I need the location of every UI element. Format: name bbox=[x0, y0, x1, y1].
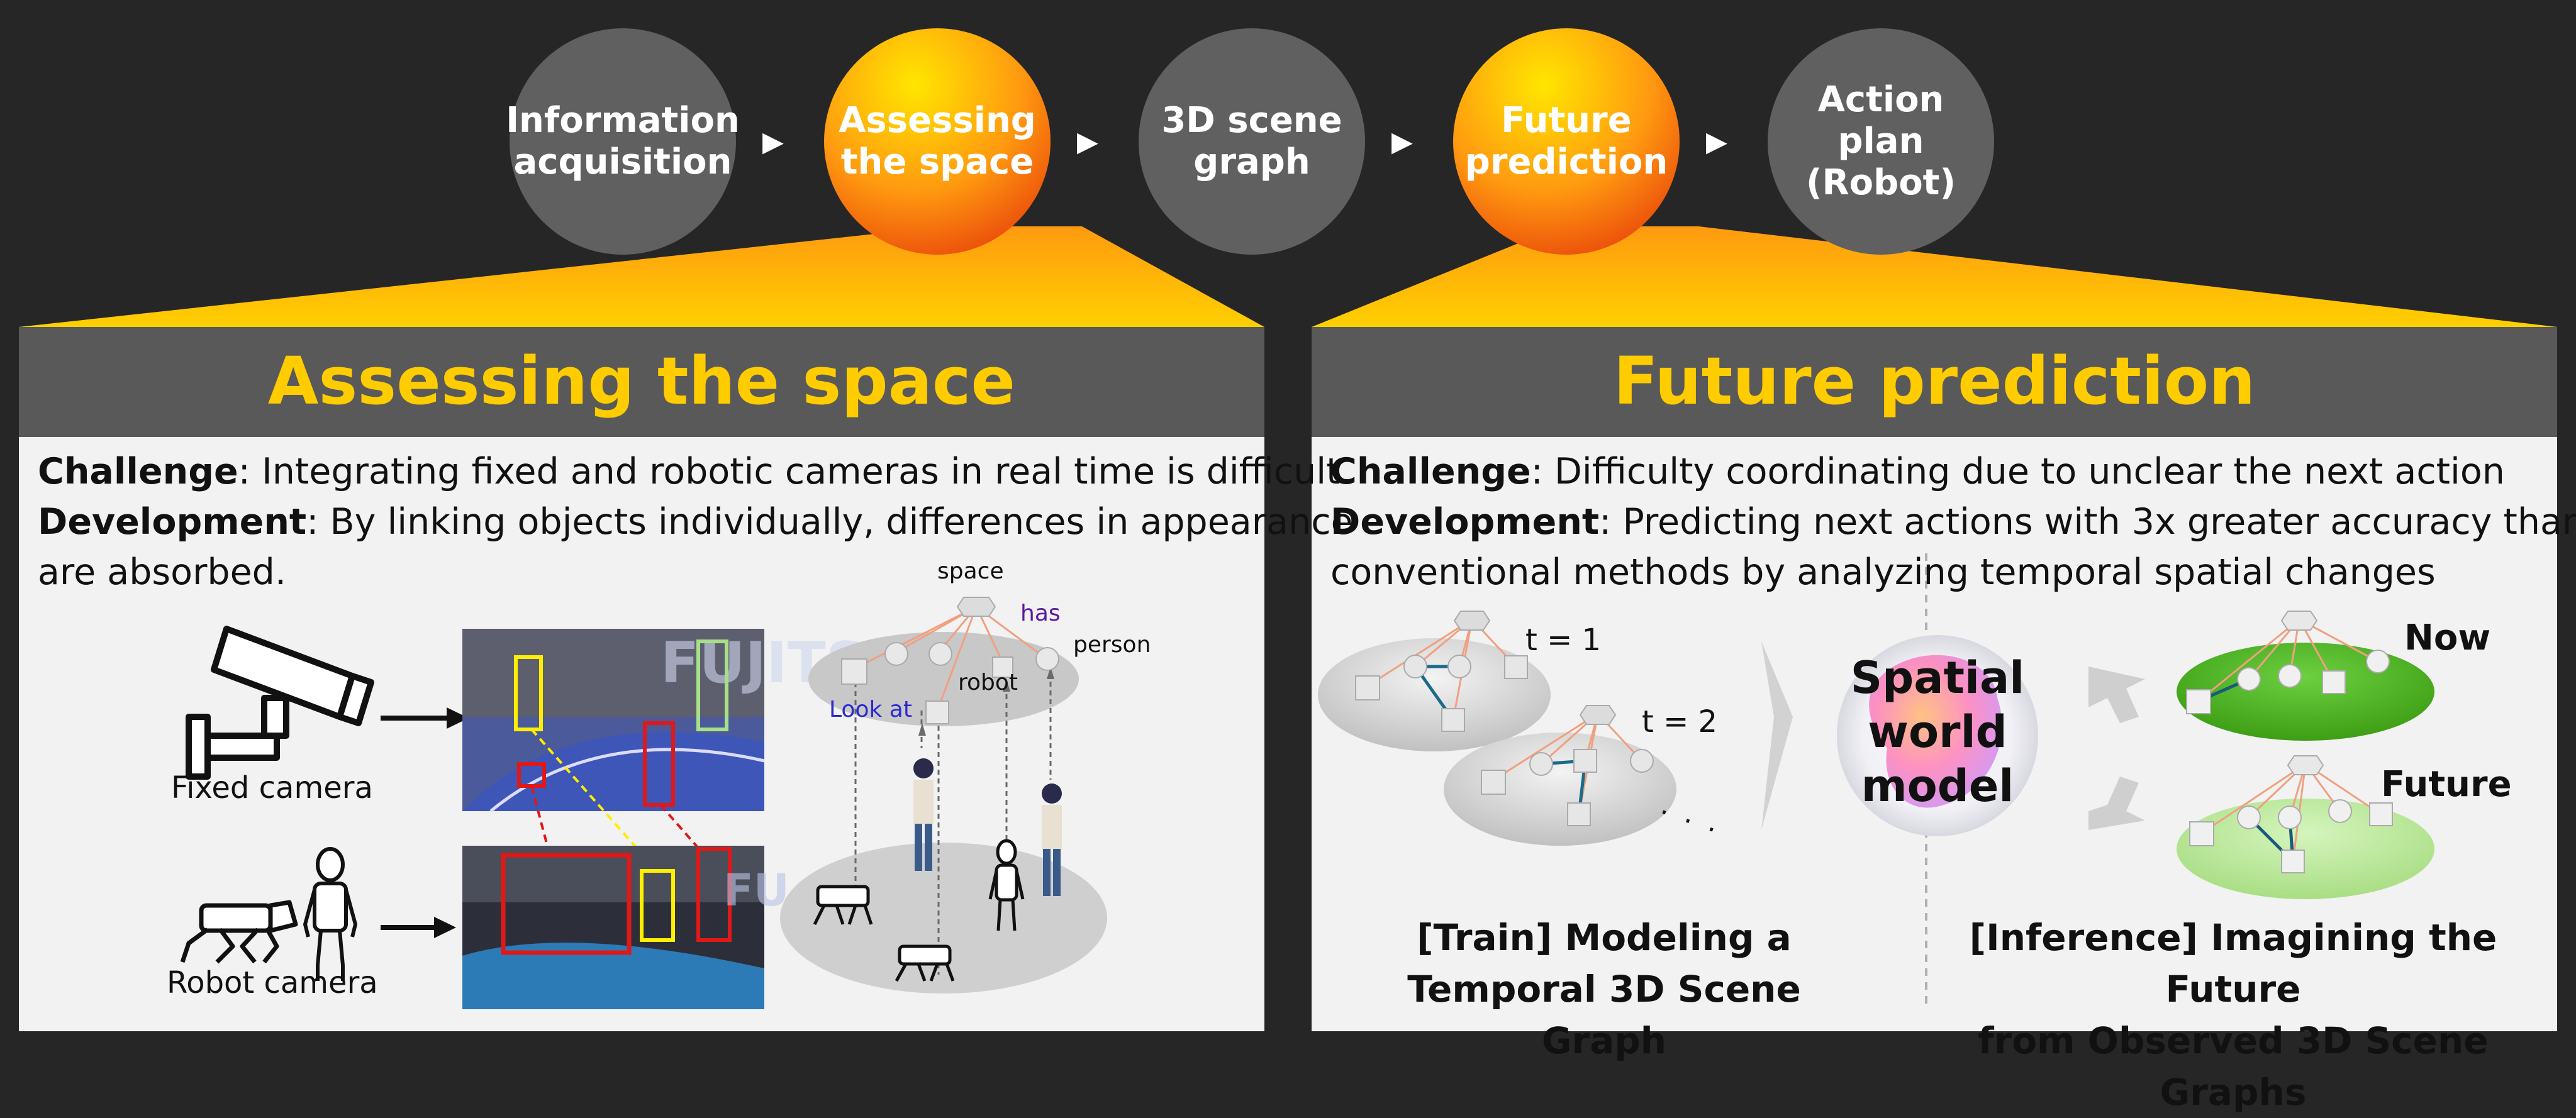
chevron-arrow bbox=[1761, 641, 1793, 830]
train-caption: [Train] Modeling a Temporal 3D Scene Gra… bbox=[1407, 916, 1801, 1062]
train-graph-t1 bbox=[1318, 611, 1551, 751]
person-figure-2 bbox=[1042, 783, 1062, 896]
right-development-line-2: conventional methods by analyzing tempor… bbox=[1330, 551, 2436, 593]
pipeline-arrow-icon: ▶ bbox=[1391, 126, 1413, 158]
graph-label-has: has bbox=[1020, 601, 1061, 626]
step-circle-3 bbox=[1139, 28, 1365, 255]
left-development-text: : By linking objects individually, diffe… bbox=[306, 501, 1353, 543]
step-circle-4 bbox=[1453, 28, 1680, 255]
slide: FUJITSU FU bbox=[19, 28, 2576, 1114]
graph-label-person: person bbox=[1073, 632, 1151, 658]
graph-label-robot: robot bbox=[958, 670, 1018, 695]
right-challenge: Challenge: Difficulty coordinating due t… bbox=[1330, 446, 2505, 497]
robot-dog-icon bbox=[180, 900, 298, 964]
step-label-future-prediction: Future prediction bbox=[1464, 100, 1668, 182]
right-panel-title: Future prediction bbox=[1613, 343, 2256, 419]
left-challenge-text: : Integrating fixed and robotic cameras … bbox=[238, 451, 1352, 492]
right-funnel bbox=[1312, 226, 2557, 327]
right-development-text: : Predicting next actions with 3x greate… bbox=[1599, 501, 2576, 543]
now-graph bbox=[2177, 611, 2434, 741]
future-graph bbox=[2177, 755, 2434, 899]
left-development: Development: By linking objects individu… bbox=[38, 497, 1353, 547]
left-scene-graph bbox=[780, 597, 1107, 993]
step-label-3d-scene-graph: 3D scene graph bbox=[1161, 100, 1342, 182]
step-label-action-plan: Action plan (Robot) bbox=[1805, 79, 1956, 203]
step-label-assessing-the-space: Assessing the space bbox=[839, 100, 1036, 182]
train-graph-t2 bbox=[1444, 705, 1676, 846]
graph-label-look-at: Look at bbox=[829, 697, 912, 722]
right-development: Development: Predicting next actions wit… bbox=[1330, 497, 2576, 547]
graph-label-space: space bbox=[937, 558, 1004, 584]
robot-camera-label: Robot camera bbox=[167, 965, 378, 1000]
t2-label: t = 2 bbox=[1642, 704, 1718, 739]
cctv-icon bbox=[186, 626, 374, 780]
left-panel-title: Assessing the space bbox=[267, 343, 1016, 419]
now-label: Now bbox=[2404, 617, 2491, 658]
right-challenge-text: : Difficulty coordinating due to unclear… bbox=[1531, 451, 2505, 492]
robot-camera-photo: FU bbox=[462, 846, 789, 1009]
future-label: Future bbox=[2381, 764, 2512, 805]
humanoid-robot-icon bbox=[303, 847, 357, 981]
world-model-label: Spatial world model bbox=[1850, 652, 2025, 812]
pipeline-arrow-icon: ▶ bbox=[1077, 126, 1098, 158]
pipeline-arrow-icon: ▶ bbox=[762, 126, 784, 158]
step-circle-1 bbox=[510, 28, 736, 255]
inference-caption: [Inference] Imagining the Future from Ob… bbox=[1969, 916, 2497, 1114]
left-development-line-2: are absorbed. bbox=[38, 551, 286, 593]
left-challenge-label: Challenge bbox=[38, 451, 238, 492]
left-development-label: Development bbox=[38, 501, 307, 543]
right-development-label: Development bbox=[1330, 501, 1600, 543]
left-challenge: Challenge: Integrating fixed and robotic… bbox=[38, 446, 1352, 497]
right-challenge-label: Challenge bbox=[1330, 451, 1531, 492]
t1-label: t = 1 bbox=[1525, 623, 1602, 658]
step-circle-2 bbox=[824, 28, 1051, 255]
step-label-information-acquisition: Information acquisition bbox=[506, 100, 740, 182]
person-figure bbox=[913, 758, 934, 871]
pipeline-arrow-icon: ▶ bbox=[1706, 126, 1727, 158]
step-circle-5 bbox=[1768, 28, 1994, 255]
fixed-camera-label: Fixed camera bbox=[171, 770, 373, 805]
svg-text:FU: FU bbox=[723, 865, 789, 916]
slide-graphics: FUJITSU FU bbox=[19, 28, 2557, 1031]
